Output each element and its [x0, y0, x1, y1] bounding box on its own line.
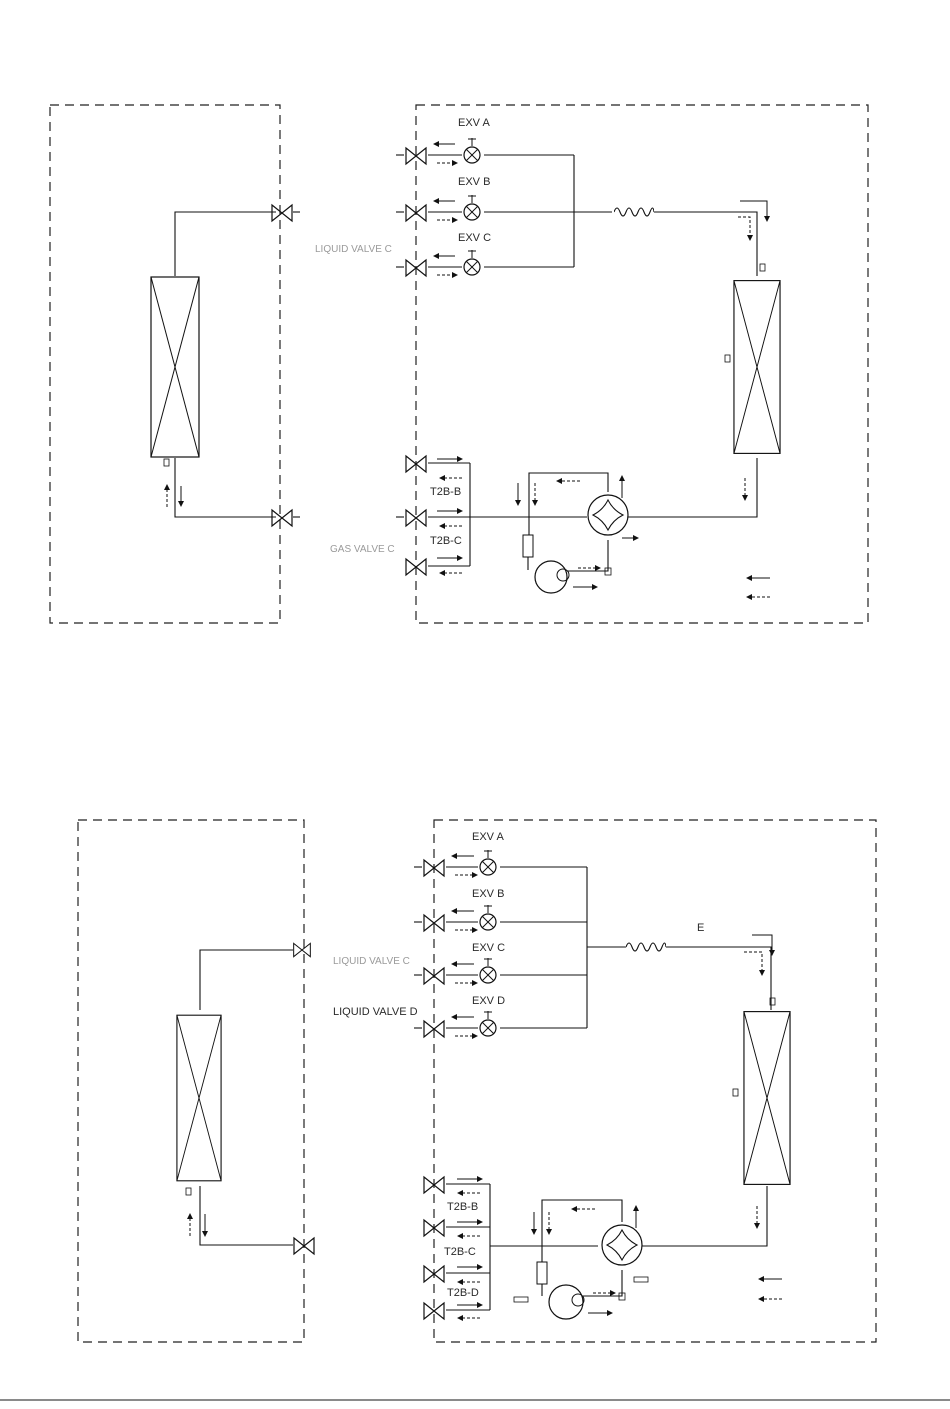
exv-label: EXV A	[472, 831, 504, 843]
liquid-valve-label: LIQUID VALVE C	[333, 956, 410, 967]
exv-row-c	[414, 958, 587, 984]
exv-icon	[464, 195, 480, 220]
indoor-heat-exchanger-icon	[151, 277, 199, 457]
outdoor-heat-exchanger-icon	[734, 281, 780, 454]
capillary-label: E	[697, 922, 704, 934]
exv-icon	[480, 850, 496, 875]
compressor-icon	[549, 1285, 583, 1319]
outdoor-heat-exchanger-icon	[744, 1012, 790, 1185]
diagram-bottom: EXV A EXV B EXV C EXV D LIQUID VALVE C L…	[78, 820, 876, 1342]
liquid-valve-label: LIQUID VALVE D	[333, 1006, 418, 1018]
accumulator-icon	[523, 535, 533, 557]
t2b-label: T2B-C	[444, 1246, 476, 1258]
exv-icon	[464, 250, 480, 275]
sensor-icon	[164, 459, 169, 466]
gas-valve-icon	[424, 1220, 444, 1236]
t2b-label: T2B-B	[447, 1201, 478, 1213]
exv-label: EXV C	[472, 942, 505, 954]
compressor-icon	[535, 561, 567, 593]
t2b-label: T2B-C	[430, 535, 462, 547]
gas-valve-row-c	[424, 1266, 490, 1282]
sensor-icon	[760, 264, 765, 271]
exv-icon	[464, 138, 480, 163]
exv-row-c	[396, 250, 574, 276]
exv-label: EXV B	[458, 176, 490, 188]
exv-label: EXV D	[472, 995, 505, 1007]
gas-valve-row-b	[424, 1220, 490, 1236]
exv-row-a	[414, 850, 587, 876]
indoor-heat-exchanger-icon	[177, 1015, 221, 1181]
liquid-valve-icon	[424, 860, 444, 876]
liquid-stop-valve-icon	[272, 205, 292, 221]
gas-stop-valve-icon	[272, 510, 292, 526]
exv-row-a	[396, 138, 574, 164]
four-way-valve-icon	[602, 1225, 642, 1265]
exv-icon	[480, 958, 496, 983]
exv-label: EXV C	[458, 232, 491, 244]
exv-row-b	[396, 195, 612, 221]
exv-icon	[480, 1011, 496, 1036]
t2b-label: T2B-D	[447, 1287, 479, 1299]
sensor-icon	[725, 355, 730, 362]
accumulator-icon	[537, 1262, 547, 1284]
sensor-icon	[634, 1277, 648, 1282]
sensor-icon	[514, 1297, 528, 1302]
sensor-icon	[186, 1188, 191, 1195]
exv-label: EXV B	[472, 888, 504, 900]
diagram-top: EXV A EXV B EXV C LIQUID VALVE C	[50, 105, 868, 623]
capillary-coil-icon	[626, 943, 666, 951]
gas-valve-row-b	[396, 510, 470, 526]
liquid-valve-label: LIQUID VALVE C	[315, 244, 392, 255]
t2b-label: T2B-B	[430, 486, 461, 498]
liquid-stop-valve-icon	[294, 943, 311, 956]
exv-icon	[480, 905, 496, 930]
indoor-unit-boundary	[78, 820, 304, 1342]
indoor-unit-boundary	[50, 105, 280, 623]
four-way-valve-icon	[588, 495, 628, 535]
gas-valve-icon	[424, 1266, 444, 1282]
sensor-icon	[733, 1089, 738, 1096]
capillary-coil-icon	[614, 208, 654, 216]
exv-row-b	[414, 905, 587, 931]
exv-label: EXV A	[458, 117, 490, 129]
gas-valve-label: GAS VALVE C	[330, 544, 395, 555]
exv-row-d	[414, 1011, 587, 1037]
